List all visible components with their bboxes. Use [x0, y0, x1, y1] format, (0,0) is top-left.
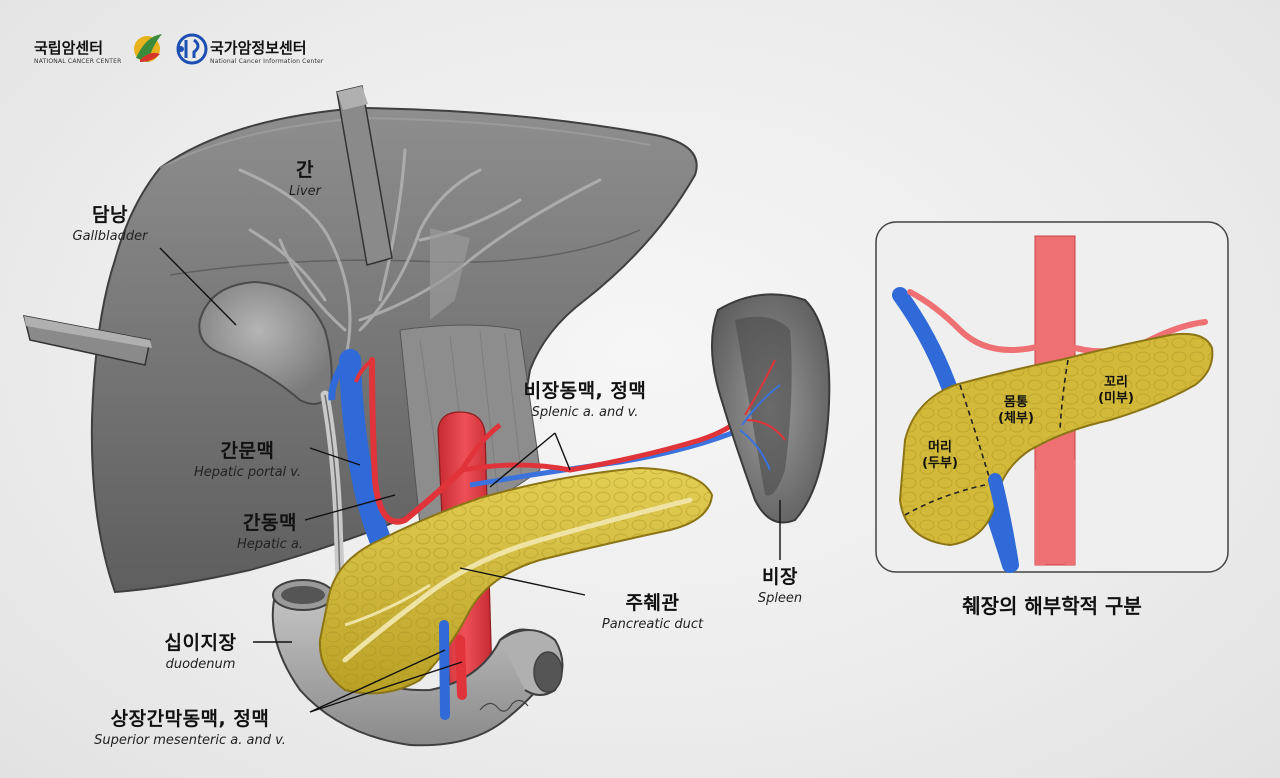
- splenic-artery: [461, 413, 747, 473]
- inset-body-line2: (체부): [998, 411, 1034, 426]
- pancreas: [318, 466, 714, 695]
- label-spleen: 비장 Spleen: [745, 562, 815, 606]
- label-liver-en: Liver: [289, 184, 321, 199]
- label-gallbladder-ko: 담낭: [92, 204, 128, 226]
- label-gallbladder-en: Gallbladder: [72, 229, 148, 244]
- label-gallbladder: 담낭 Gallbladder: [55, 200, 165, 244]
- retractor-upper: [336, 85, 393, 266]
- label-spleen-en: Spleen: [757, 591, 803, 606]
- nci-logo: 국립암센터 NATIONAL CANCER CENTER: [34, 37, 121, 65]
- retractor-left: [22, 315, 152, 366]
- label-liver: 간 Liver: [270, 155, 340, 199]
- artist-signature: [479, 699, 529, 712]
- pancreatic-duct-line: [342, 497, 693, 663]
- inset-head-line2: (두부): [922, 456, 958, 471]
- leader-lines: [159, 247, 781, 713]
- sma: [455, 635, 467, 700]
- label-pancreatic-duct-ko: 주췌관: [625, 592, 680, 614]
- label-splenic-ko: 비장동맥, 정맥: [523, 380, 647, 402]
- label-hepatic-portal-ko: 간문맥: [220, 440, 275, 462]
- nci-logo-subtitle: NATIONAL CANCER CENTER: [34, 58, 122, 65]
- label-duodenum-ko: 십이지장: [164, 632, 237, 654]
- label-sma-en: Superior mesenteric a. and v.: [94, 733, 286, 748]
- ncic-logo: 국가암정보센터 National Cancer Information Cent…: [210, 37, 324, 65]
- ncic-logo-title: 국가암정보센터: [210, 39, 307, 57]
- label-splenic-vessels: 비장동맥, 정맥 Splenic a. and v.: [495, 376, 675, 420]
- label-hepatic-portal-en: Hepatic portal v.: [193, 465, 302, 480]
- ncic-logo-subtitle: National Cancer Information Center: [210, 58, 324, 65]
- label-superior-mesenteric: 상장간막동맥, 정맥 Superior mesenteric a. and v.: [70, 704, 310, 748]
- label-splenic-en: Splenic a. and v.: [531, 405, 639, 420]
- label-duodenum: 십이지장 duodenum: [148, 628, 253, 672]
- hepatic-artery: [369, 357, 465, 525]
- label-sma-ko: 상장간막동맥, 정맥: [110, 708, 270, 730]
- inset-head-line1: 머리: [928, 440, 952, 455]
- label-duodenum-en: duodenum: [165, 657, 236, 672]
- ncic-logo-mark: [176, 33, 208, 65]
- inset-body-line1: 몸통: [1004, 395, 1028, 410]
- label-pancreatic-duct-en: Pancreatic duct: [601, 617, 704, 632]
- spleen: [711, 293, 831, 524]
- inset-label-tail: 꼬리 (미부): [1088, 375, 1144, 407]
- nci-logo-title: 국립암센터: [34, 39, 104, 57]
- inset-caption: 췌장의 해부학적 구분: [962, 594, 1142, 618]
- label-liver-ko: 간: [296, 159, 314, 181]
- smv: [439, 620, 450, 720]
- label-hepatic-artery-ko: 간동맥: [243, 512, 297, 534]
- label-pancreatic-duct: 주췌관 Pancreatic duct: [585, 588, 720, 632]
- inset-label-head: 머리 (두부): [912, 440, 968, 472]
- label-hepatic-artery: 간동맥 Hepatic a.: [220, 508, 320, 552]
- nci-logo-mark: [134, 34, 162, 62]
- inset-tail-line2: (미부): [1098, 391, 1134, 406]
- inset-tail-line1: 꼬리: [1104, 375, 1128, 390]
- liver: [90, 106, 698, 594]
- label-spleen-ko: 비장: [762, 566, 798, 588]
- inset-panel: [875, 221, 1229, 573]
- label-hepatic-artery-en: Hepatic a.: [236, 537, 304, 552]
- inset-label-body: 몸통 (체부): [988, 395, 1044, 427]
- label-hepatic-portal: 간문맥 Hepatic portal v.: [180, 436, 315, 480]
